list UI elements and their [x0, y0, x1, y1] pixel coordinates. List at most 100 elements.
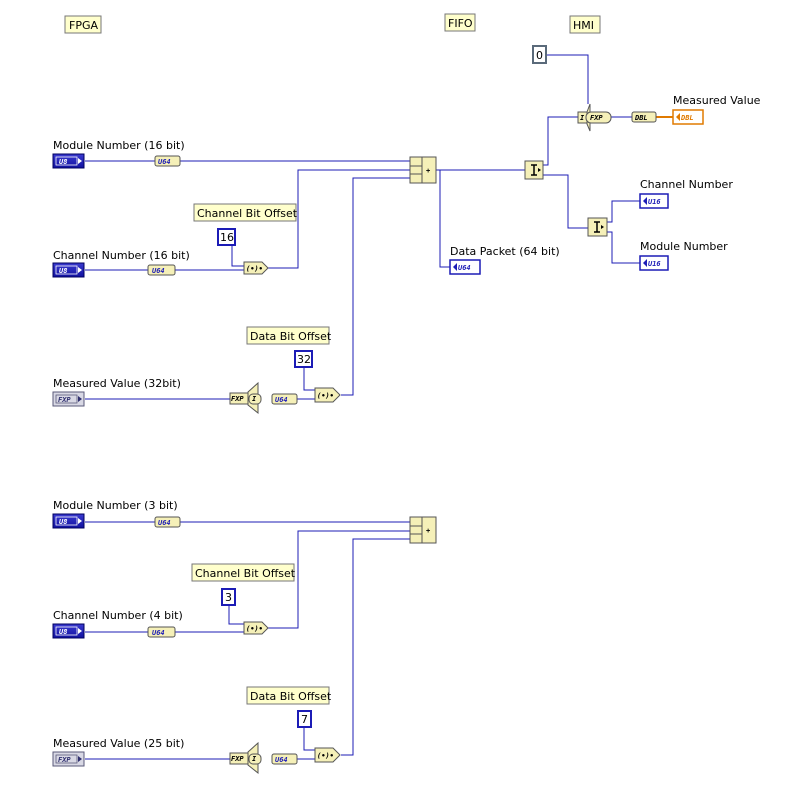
u64-text: U64	[152, 267, 165, 275]
measured-value-label: Measured Value (32bit)	[53, 377, 181, 390]
measured-value-out-label: Measured Value	[673, 94, 761, 107]
u64-conversion-node[interactable]: U64	[147, 626, 176, 638]
u64-text: U64	[275, 396, 288, 404]
u64-conversion-node[interactable]: U64	[147, 264, 176, 276]
data-offset-label-box	[246, 686, 330, 705]
wires-bottom	[85, 521, 410, 760]
terminal-arrow-icon	[643, 197, 647, 205]
u8-type-text: U8	[59, 518, 67, 526]
u8-type-text: U8	[59, 628, 67, 636]
fxp-to-integer-node[interactable]: FXP I	[229, 381, 262, 415]
u16-text: U16	[648, 198, 661, 206]
channel-offset-label-box	[193, 203, 297, 222]
channel-offset-constant[interactable]: 3	[221, 588, 236, 606]
terminal-arrow-icon	[643, 259, 647, 267]
module-number-control[interactable]: U8	[52, 153, 85, 169]
section-fpga-label: FPGA	[69, 19, 98, 32]
logical-shift-node[interactable]: (•)•	[314, 387, 341, 403]
channel-number-indicator[interactable]: U16	[639, 193, 669, 209]
channel-number-control[interactable]: U8	[52, 262, 85, 278]
logical-shift-node[interactable]: (•)•	[314, 747, 341, 763]
compound-add-node[interactable]: +	[409, 156, 437, 184]
measured-value-25bit-label: Measured Value (25 bit)	[53, 737, 184, 750]
u16-text: U16	[648, 260, 661, 268]
section-fifo-label: FIFO	[448, 17, 473, 30]
integer-to-fxp-node[interactable]: I FXP	[577, 103, 612, 132]
dbl-text: DBL	[634, 114, 648, 122]
channel-number-out-label: Channel Number	[640, 178, 733, 191]
module-number-3bit-control[interactable]: U8	[52, 513, 85, 529]
data-offset-label-box	[246, 326, 330, 345]
u8-type-text: U8	[59, 158, 67, 166]
integer-text: I	[252, 395, 257, 403]
channel-offset-label: Channel Bit Offset	[195, 567, 296, 580]
wires-top	[85, 54, 673, 400]
fxp-text: FXP	[590, 114, 603, 122]
channel-offset-constant[interactable]: 16	[217, 228, 236, 246]
integer-text: I	[580, 114, 585, 122]
terminal-arrow-icon	[78, 628, 82, 634]
terminal-arrow-icon	[78, 518, 82, 524]
plus-icon: +	[426, 167, 430, 175]
channel-offset-label-box	[191, 563, 295, 582]
fxp-to-integer-node[interactable]: FXP I	[229, 741, 262, 775]
data-packet-indicator[interactable]: U64	[449, 259, 481, 275]
u64-conversion-node[interactable]: U64	[154, 516, 181, 528]
channel-number-4bit-label: Channel Number (4 bit)	[53, 609, 183, 622]
u64-text: U64	[152, 629, 165, 637]
zero-value: 0	[536, 49, 543, 62]
data-offset-value: 32	[297, 353, 311, 366]
section-hmi-label: HMI	[573, 19, 594, 32]
channel-offset-value: 16	[220, 231, 234, 244]
data-offset-constant[interactable]: 32	[294, 350, 313, 368]
u64-text: U64	[275, 756, 288, 764]
terminal-arrow-icon	[78, 158, 82, 164]
compound-add-node[interactable]: +	[409, 516, 437, 544]
split-number-node[interactable]	[524, 160, 544, 180]
module-number-out-label: Module Number	[640, 240, 728, 253]
integer-text: I	[252, 755, 257, 763]
shift-glyph-icon: (•)•	[246, 265, 263, 273]
fxp-type-text: FXP	[58, 756, 71, 764]
split-number-node[interactable]	[587, 217, 608, 237]
terminal-arrow-icon	[78, 756, 82, 762]
u64-text: U64	[158, 519, 171, 527]
module-number-indicator[interactable]: U16	[639, 255, 669, 271]
dbl-conversion-node[interactable]: DBL	[631, 111, 657, 123]
logical-shift-node[interactable]: (•)•	[243, 621, 269, 635]
logical-shift-node[interactable]: (•)•	[243, 261, 269, 275]
channel-offset-label: Channel Bit Offset	[197, 207, 298, 220]
u64-conversion-node[interactable]: U64	[271, 753, 298, 765]
module-number-3bit-label: Module Number (3 bit)	[53, 499, 178, 512]
fxp-text: FXP	[231, 395, 244, 403]
data-offset-label: Data Bit Offset	[250, 330, 332, 343]
section-fpga: FPGA	[64, 15, 102, 34]
terminal-arrow-icon	[78, 267, 82, 273]
data-offset-constant[interactable]: 7	[297, 710, 312, 728]
u64-conversion-node[interactable]: U64	[271, 393, 298, 405]
channel-number-4bit-control[interactable]: U8	[52, 623, 85, 639]
u8-type-text: U8	[59, 267, 67, 275]
section-hmi: HMI	[569, 15, 601, 34]
section-fifo: FIFO	[444, 13, 476, 32]
plus-icon: +	[426, 527, 430, 535]
module-number-label: Module Number (16 bit)	[53, 139, 185, 152]
u64-text: U64	[458, 264, 471, 272]
measured-value-indicator[interactable]: DBL	[672, 109, 704, 125]
u64-conversion-node[interactable]: U64	[154, 155, 181, 167]
zero-constant[interactable]: 0	[532, 45, 547, 64]
u64-text: U64	[158, 158, 171, 166]
terminal-arrow-icon	[78, 396, 82, 402]
shift-glyph-icon: (•)•	[246, 625, 263, 633]
shift-glyph-icon: (•)•	[317, 392, 334, 400]
shift-glyph-icon: (•)•	[317, 752, 334, 760]
data-offset-label: Data Bit Offset	[250, 690, 332, 703]
fxp-type-text: FXP	[58, 396, 71, 404]
channel-offset-value: 3	[225, 591, 232, 604]
channel-number-label: Channel Number (16 bit)	[53, 249, 190, 262]
data-offset-value: 7	[301, 713, 308, 726]
measured-value-25bit-control[interactable]: FXP	[52, 751, 85, 767]
dbl-type-text: DBL	[680, 114, 694, 122]
measured-value-control[interactable]: FXP	[52, 391, 85, 407]
